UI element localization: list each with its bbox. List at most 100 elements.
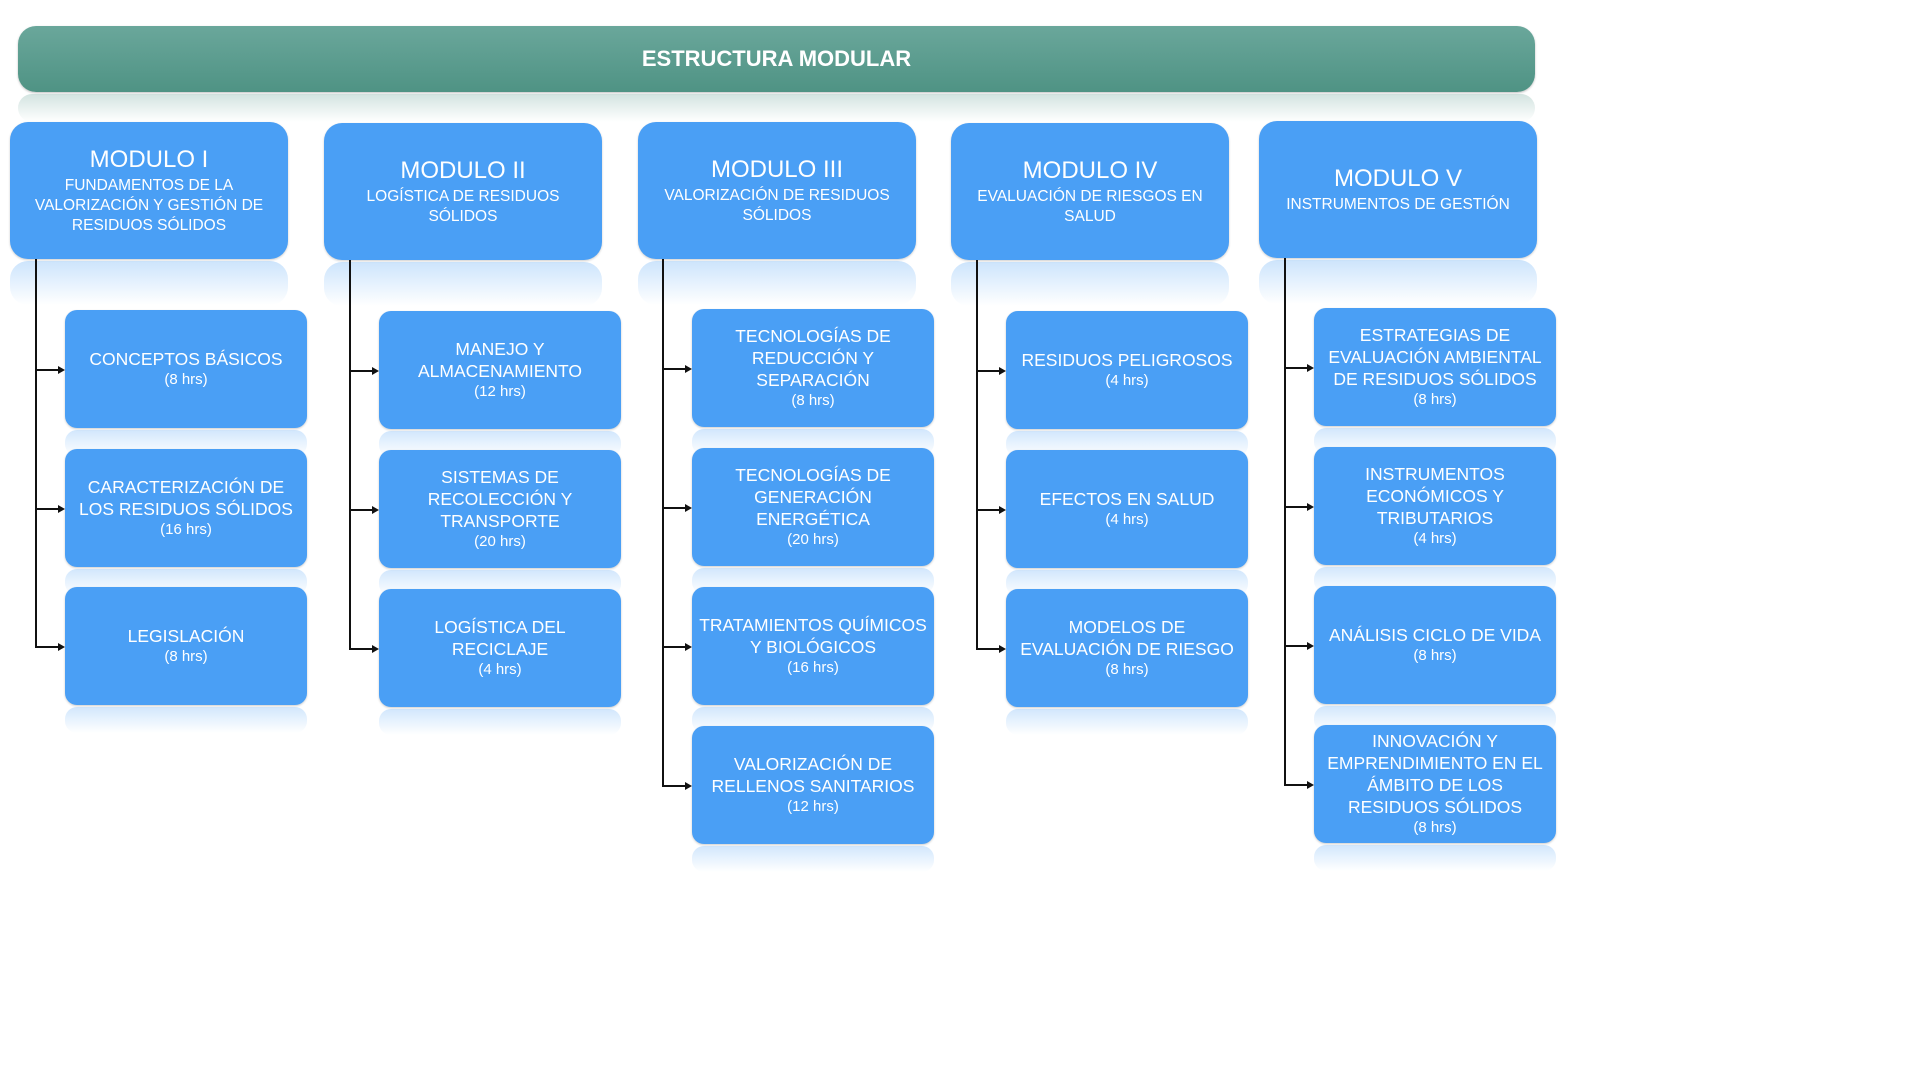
- connector-trunk: [662, 259, 664, 786]
- topic-hours: (12 hrs): [474, 383, 526, 400]
- module-header: MODULO III VALORIZACIÓN DE RESIDUOS SÓLID…: [638, 122, 916, 259]
- arrowhead-icon: [685, 643, 692, 651]
- connector-branch: [35, 369, 58, 371]
- topic-name: INSTRUMENTOS ECONÓMICOS Y TRIBUTARIOS: [1365, 464, 1505, 528]
- topic-hours: (8 hrs): [1413, 391, 1457, 408]
- topic-reflection: [1006, 709, 1248, 735]
- topic-hours: (8 hrs): [791, 392, 835, 409]
- arrowhead-icon: [1307, 503, 1314, 511]
- topic-box: LEGISLACIÓN (8 hrs): [65, 587, 307, 705]
- topic-box: TECNOLOGÍAS DE GENERACIÓN ENERGÉTICA(20 …: [692, 448, 934, 566]
- module-subtitle: LOGÍSTICA DE RESIDUOS SÓLIDOS: [366, 187, 560, 225]
- topic-box: TRATAMIENTOS QUÍMICOS Y BIOLÓGICOS(16 hr…: [692, 587, 934, 705]
- module-subtitle: FUNDAMENTOS DE LA VALORIZACIÓN Y GESTIÓN…: [34, 176, 264, 234]
- topic-reflection: [692, 846, 934, 872]
- topic-name: ESTRATEGIAS DE EVALUACIÓN AMBIENTAL DE R…: [1328, 325, 1542, 389]
- topic-hours: (8 hrs): [164, 371, 208, 388]
- topic-reflection: [1314, 845, 1556, 871]
- connector-branch: [662, 507, 685, 509]
- topic-box: VALORIZACIÓN DE RELLENOS SANITARIOS (12 h…: [692, 726, 934, 844]
- module-header: MODULO I FUNDAMENTOS DE LA VALORIZACIÓN Y…: [10, 122, 288, 259]
- topic-box: RESIDUOS PELIGROSOS (4 hrs): [1006, 311, 1248, 429]
- topic-box: SISTEMAS DE RECOLECCIÓN Y TRANSPORTE (20 …: [379, 450, 621, 568]
- arrowhead-icon: [372, 506, 379, 514]
- topic-name: CARACTERIZACIÓN DE LOS RESIDUOS SÓLIDOS: [79, 477, 293, 519]
- arrowhead-icon: [58, 366, 65, 374]
- arrowhead-icon: [1307, 364, 1314, 372]
- topic-name: CONCEPTOS BÁSICOS: [89, 349, 283, 369]
- topic-box: ANÁLISIS CICLO DE VIDA (8 hrs): [1314, 586, 1556, 704]
- topic-hours: (4 hrs): [1105, 372, 1149, 389]
- arrowhead-icon: [1307, 642, 1314, 650]
- topic-hours: (4 hrs): [478, 661, 522, 678]
- topic-hours: (16 hrs): [787, 659, 839, 676]
- connector-branch: [1284, 784, 1307, 786]
- topic-name: LEGISLACIÓN: [127, 626, 245, 646]
- topic-box: MANEJO Y ALMACENAMIENTO (12 hrs): [379, 311, 621, 429]
- connector-branch: [35, 646, 58, 648]
- module-title: MODULO II: [400, 156, 526, 184]
- arrowhead-icon: [999, 645, 1006, 653]
- topic-box: TECNOLOGÍAS DE REDUCCIÓN Y SEPARACIÓN (8 …: [692, 309, 934, 427]
- topic-name: LOGÍSTICA DEL RECICLAJE: [434, 617, 566, 659]
- topic-box: INSTRUMENTOS ECONÓMICOS Y TRIBUTARIOS(4 …: [1314, 447, 1556, 565]
- connector-branch: [349, 509, 372, 511]
- module-title: MODULO III: [710, 155, 843, 183]
- topic-box: CONCEPTOS BÁSICOS (8 hrs): [65, 310, 307, 428]
- topic-name: VALORIZACIÓN DE RELLENOS SANITARIOS: [711, 754, 915, 796]
- topic-name: EFECTOS EN SALUD: [1039, 489, 1215, 509]
- banner-title: ESTRUCTURA MODULAR: [641, 46, 912, 71]
- connector-branch: [1284, 367, 1307, 369]
- connector-branch: [1284, 645, 1307, 647]
- connector-trunk: [1284, 258, 1286, 785]
- arrowhead-icon: [58, 643, 65, 651]
- topic-reflection: [379, 709, 621, 735]
- banner-reflection: [18, 94, 1535, 122]
- module-title: MODULO V: [1333, 164, 1462, 192]
- connector-branch: [662, 646, 685, 648]
- topic-reflection: [65, 707, 307, 733]
- arrowhead-icon: [685, 504, 692, 512]
- arrowhead-icon: [999, 506, 1006, 514]
- connector-branch: [976, 370, 999, 372]
- module-title: MODULO I: [89, 145, 209, 173]
- connector-branch: [349, 648, 372, 650]
- topic-name: MANEJO Y ALMACENAMIENTO: [417, 339, 582, 381]
- topic-hours: (8 hrs): [1105, 661, 1149, 678]
- topic-box: INNOVACIÓN Y EMPRENDIMIENTO EN EL ÁMBITO…: [1314, 725, 1556, 843]
- topic-hours: (12 hrs): [787, 798, 839, 815]
- topic-hours: (4 hrs): [1105, 511, 1149, 528]
- topic-hours: (8 hrs): [164, 648, 208, 665]
- module-header-reflection: [1259, 260, 1537, 304]
- arrowhead-icon: [685, 782, 692, 790]
- arrowhead-icon: [685, 365, 692, 373]
- topic-name: MODELOS DE EVALUACIÓN DE RIESGO: [1020, 617, 1234, 659]
- connector-branch: [1284, 506, 1307, 508]
- arrowhead-icon: [999, 367, 1006, 375]
- topic-name: TECNOLOGÍAS DE REDUCCIÓN Y SEPARACIÓN: [735, 326, 891, 390]
- topic-name: RESIDUOS PELIGROSOS: [1021, 350, 1233, 370]
- topic-box: MODELOS DE EVALUACIÓN DE RIESGO (8 hrs): [1006, 589, 1248, 707]
- connector-branch: [35, 508, 58, 510]
- topic-hours: (20 hrs): [474, 533, 526, 550]
- connector-branch: [662, 368, 685, 370]
- topic-hours: (16 hrs): [160, 521, 212, 538]
- topic-hours: (20 hrs): [787, 531, 839, 548]
- module-subtitle: VALORIZACIÓN DE RESIDUOS SÓLIDOS: [664, 186, 890, 224]
- topic-name: ANÁLISIS CICLO DE VIDA: [1328, 625, 1541, 645]
- topic-hours: (8 hrs): [1413, 647, 1457, 664]
- connector-trunk: [35, 259, 37, 647]
- module-subtitle: INSTRUMENTOS DE GESTIÓN: [1286, 195, 1510, 213]
- connector-trunk: [976, 260, 978, 649]
- connector-branch: [662, 785, 685, 787]
- topic-box: LOGÍSTICA DEL RECICLAJE (4 hrs): [379, 589, 621, 707]
- topic-name: SISTEMAS DE RECOLECCIÓN Y TRANSPORTE: [427, 467, 573, 531]
- connector-branch: [976, 648, 999, 650]
- module-header: MODULO II LOGÍSTICA DE RESIDUOS SÓLIDOS: [324, 123, 602, 260]
- topic-box: EFECTOS EN SALUD (4 hrs): [1006, 450, 1248, 568]
- arrowhead-icon: [1307, 781, 1314, 789]
- module-subtitle: EVALUACIÓN DE RIESGOS EN SALUD: [977, 187, 1203, 225]
- arrowhead-icon: [58, 505, 65, 513]
- topic-hours: (8 hrs): [1413, 819, 1457, 836]
